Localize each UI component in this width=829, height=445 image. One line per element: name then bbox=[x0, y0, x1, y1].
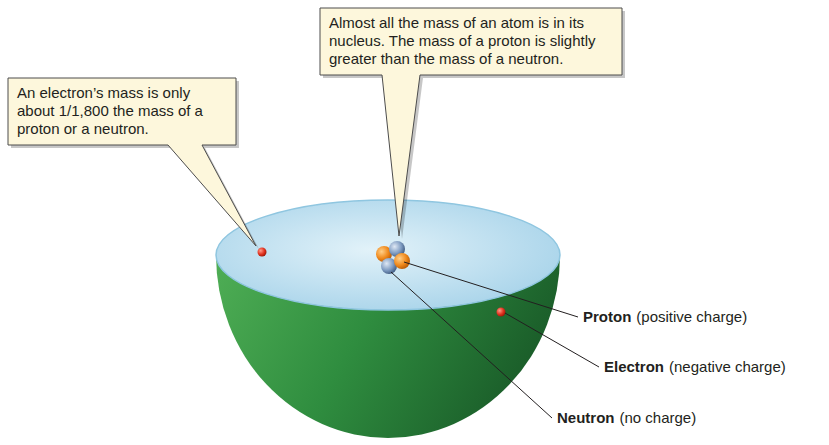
electron-dot bbox=[497, 308, 506, 317]
callout-bubble bbox=[320, 8, 622, 236]
neutron-label: Neutron (no charge) bbox=[557, 409, 696, 427]
charge-note: (positive charge) bbox=[636, 308, 747, 325]
part-name: Electron bbox=[604, 358, 664, 375]
charge-note: (negative charge) bbox=[669, 358, 786, 375]
electron-label: Electron (negative charge) bbox=[604, 358, 786, 376]
callout-text: An electron’s mass is only about 1/1,800… bbox=[17, 84, 227, 138]
callout-shadow bbox=[323, 11, 625, 239]
leader-line bbox=[404, 262, 578, 317]
part-name: Proton bbox=[583, 308, 631, 325]
callout-text: Almost all the mass of an atom is in its… bbox=[329, 14, 613, 68]
callout-box: An electron’s mass is only about 1/1,800… bbox=[8, 78, 236, 145]
callout-bubble bbox=[8, 78, 256, 246]
part-name: Neutron bbox=[557, 409, 615, 426]
electron-dot bbox=[258, 248, 267, 257]
proton-label: Proton (positive charge) bbox=[583, 308, 747, 326]
leader-line bbox=[391, 272, 552, 418]
charge-note: (no charge) bbox=[620, 409, 697, 426]
hemisphere-top bbox=[216, 200, 560, 310]
callout-box: Almost all the mass of an atom is in its… bbox=[320, 8, 622, 75]
nucleus bbox=[376, 241, 410, 274]
